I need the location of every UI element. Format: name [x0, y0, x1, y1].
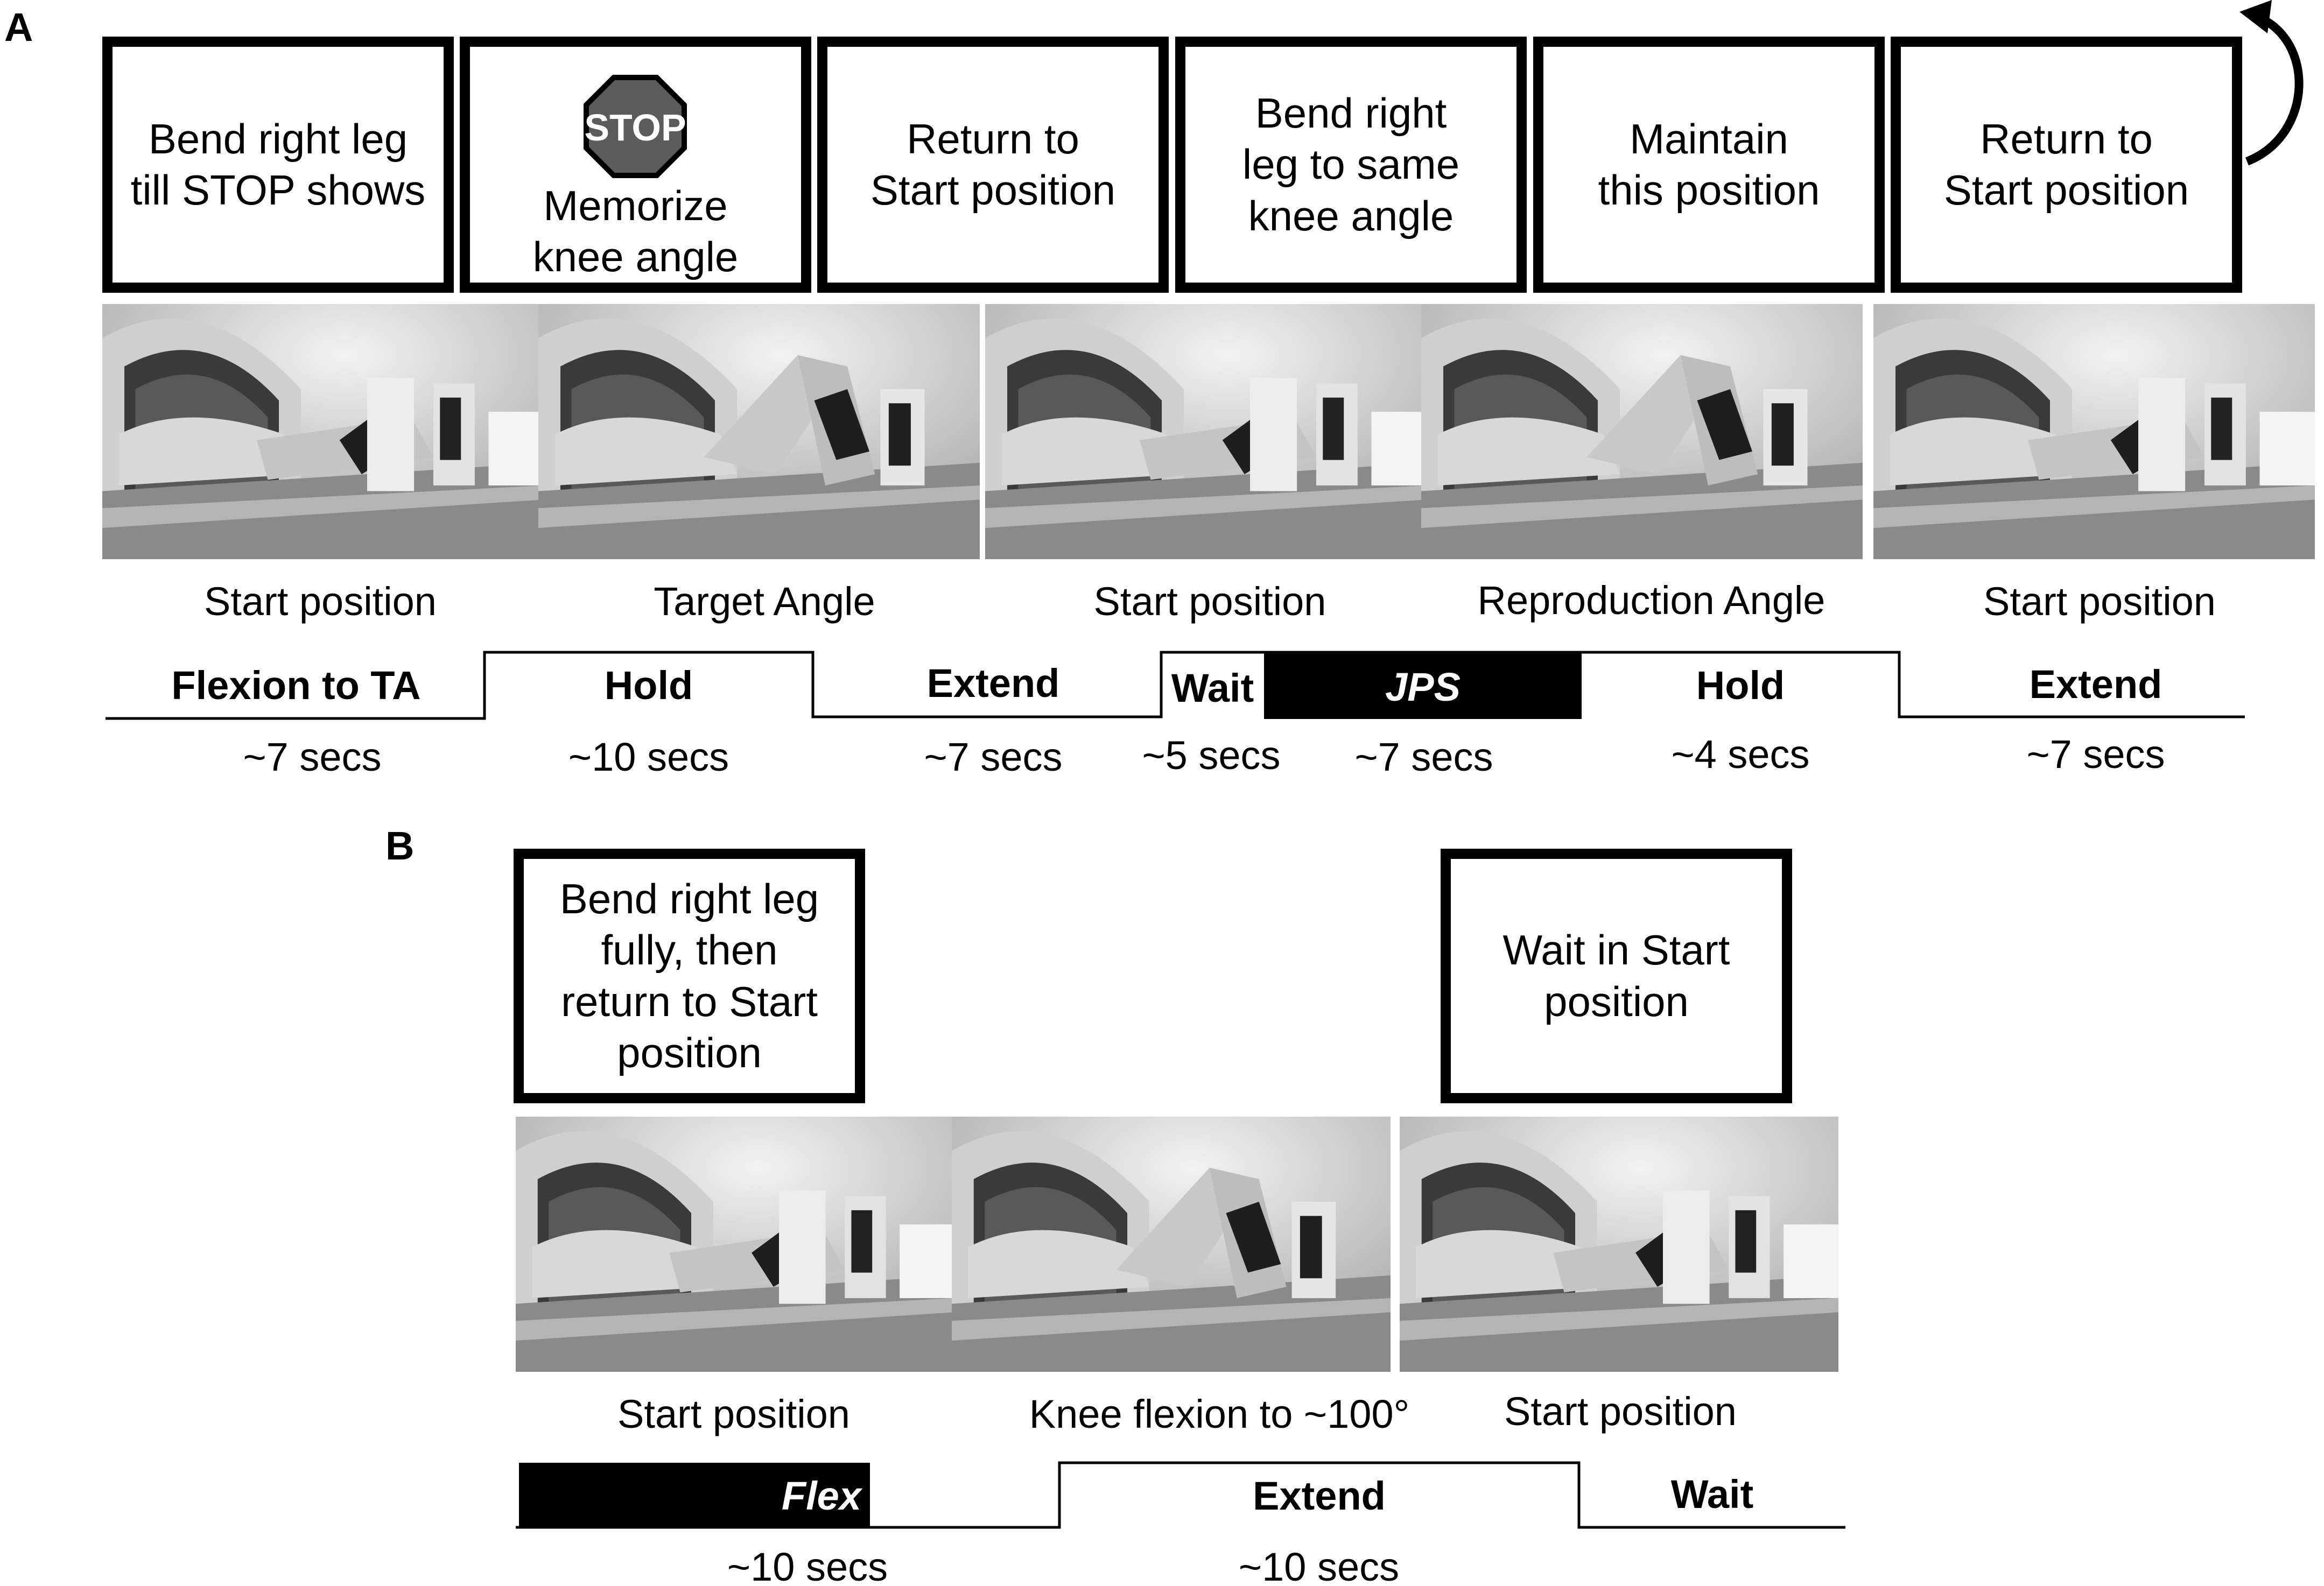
phase-label: Extend — [926, 661, 1060, 706]
phase-duration: ~7 secs — [924, 735, 1063, 779]
phase-duration: ~7 secs — [1354, 735, 1493, 779]
phase-label: Wait — [1171, 666, 1254, 710]
photo-caption: Knee flexion to ~100° — [1029, 1392, 1410, 1436]
box-line: Wait in Start — [1502, 926, 1730, 974]
instruction-box-wait-start: Wait in Start position — [1441, 849, 1792, 1103]
flex-highlight-bar — [519, 1463, 870, 1528]
phase-duration: ~7 secs — [2026, 732, 2165, 777]
stop-sign-icon: STOP — [581, 73, 689, 180]
jps-highlight-bar — [1264, 652, 1582, 719]
box-line: Return to — [1980, 115, 2153, 163]
instruction-box-return-start-final: Return to Start position — [1891, 37, 2242, 293]
phase-duration: ~10 secs — [1238, 1545, 1400, 1586]
instruction-box-reproduce: Bend right leg to same knee angle — [1175, 37, 1527, 293]
phase-duration: ~5 secs — [1142, 733, 1281, 778]
phase-duration: ~10 secs — [727, 1545, 888, 1586]
knee-position-photo-extended — [516, 1117, 954, 1372]
instruction-box-bend-fully: Bend right leg fully, then return to Sta… — [514, 849, 865, 1103]
photo-caption: Reproduction Angle — [1477, 578, 1826, 623]
panel-a-label: A — [4, 5, 33, 50]
photo-caption: Start position — [617, 1392, 850, 1436]
phase-label-flex: Flex — [781, 1474, 861, 1518]
box-line: position — [617, 1028, 762, 1076]
phase-duration: ~4 secs — [1671, 732, 1810, 777]
box-line: leg to same — [1242, 140, 1460, 188]
phase-duration: ~10 secs — [568, 735, 729, 779]
photo-caption: Start position — [1983, 579, 2216, 624]
box-line: Bend right leg — [148, 115, 408, 163]
knee-position-photo-extended — [1400, 1117, 1838, 1372]
box-line: knee angle — [1248, 192, 1454, 239]
knee-position-photo-extended — [1873, 304, 2315, 559]
photo-caption: Start position — [1093, 579, 1326, 624]
instruction-box-bend-leg: Bend right leg till STOP shows — [102, 37, 454, 293]
instruction-box-maintain: Maintain this position — [1533, 37, 1885, 293]
box-line: Return to — [907, 115, 1079, 163]
phase-label: Hold — [604, 663, 693, 708]
panel-b-label: B — [385, 823, 415, 868]
box-line: Maintain — [1630, 115, 1788, 163]
box-line: Start position — [870, 166, 1116, 214]
knee-position-photo-flexed — [952, 1117, 1391, 1372]
box-line: Start position — [1943, 166, 2189, 214]
phase-label-jps: JPS — [1385, 665, 1461, 709]
phase-label: Wait — [1670, 1472, 1754, 1517]
knee-position-photo-extended — [102, 304, 544, 559]
phase-label: Hold — [1696, 663, 1785, 708]
box-line: return to Start — [561, 977, 818, 1025]
photo-caption: Start position — [204, 579, 437, 624]
instruction-box-return-start: Return to Start position — [817, 37, 1169, 293]
knee-position-photo-extended — [985, 304, 1427, 559]
box-line: till STOP shows — [130, 166, 426, 214]
box-line: fully, then — [601, 926, 778, 974]
knee-position-photo-flexed — [1421, 304, 1863, 559]
box-line: this position — [1598, 166, 1820, 214]
box-line: Bend right — [1255, 89, 1447, 137]
phase-label: Extend — [2029, 662, 2162, 707]
box-line: Memorize — [543, 182, 728, 229]
stop-sign-text: STOP — [585, 107, 686, 149]
photo-caption: Target Angle — [654, 579, 875, 624]
knee-position-photo-flexed — [538, 304, 980, 559]
photo-caption: Start position — [1504, 1389, 1737, 1434]
phase-label: Extend — [1253, 1474, 1386, 1518]
box-line: knee angle — [532, 233, 739, 281]
phase-label: Flexion to TA — [171, 663, 421, 708]
instruction-box-memorize: STOP Memorize knee angle — [460, 37, 811, 293]
phase-duration: ~7 secs — [243, 735, 382, 779]
box-line: position — [1544, 977, 1689, 1025]
box-line: Bend right leg — [559, 875, 819, 923]
curved-return-arrow-icon — [2239, 0, 2304, 166]
